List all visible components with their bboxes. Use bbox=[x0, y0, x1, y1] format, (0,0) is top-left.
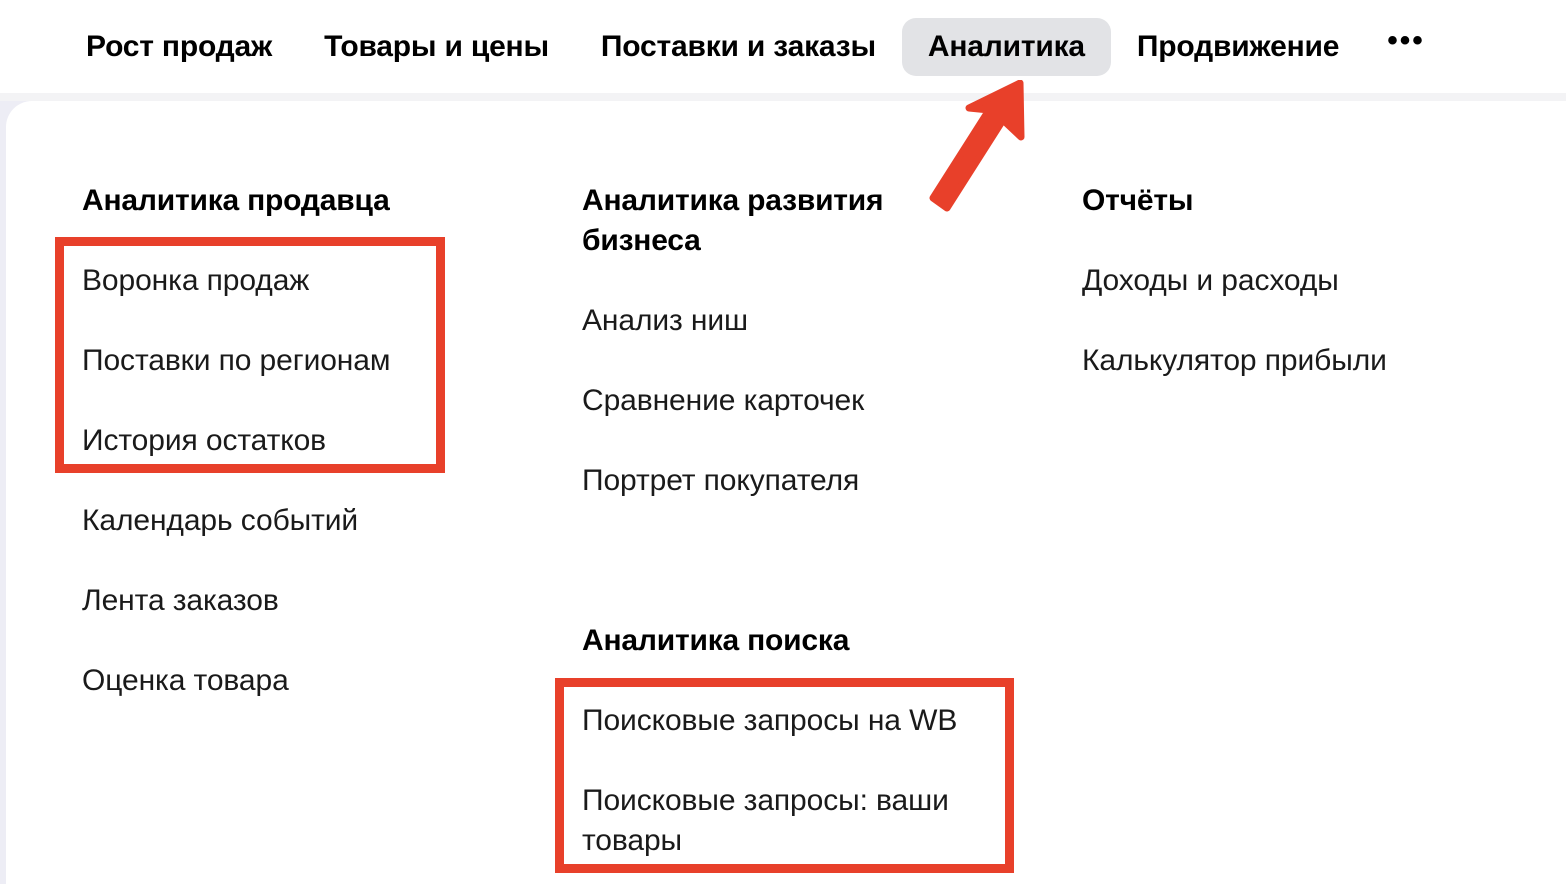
nav-tab-supplies-and-orders[interactable]: Поставки и заказы bbox=[600, 29, 876, 63]
menu-item-card-comparison[interactable]: Сравнение карточек bbox=[582, 384, 865, 417]
menu-item-income-and-expenses[interactable]: Доходы и расходы bbox=[1082, 264, 1339, 297]
group-title-search-analytics: Аналитика поиска bbox=[582, 624, 850, 657]
analytics-dropdown-panel: Аналитика продавца Воронка продаж Постав… bbox=[6, 101, 1566, 884]
header-divider bbox=[0, 93, 1566, 101]
menu-item-events-calendar[interactable]: Календарь событий bbox=[82, 504, 359, 537]
nav-tab-sales-growth[interactable]: Рост продаж bbox=[86, 29, 273, 63]
nav-tab-analytics[interactable]: Аналитика bbox=[901, 17, 1111, 76]
more-menu-icon[interactable]: ••• bbox=[1387, 23, 1425, 57]
menu-item-profit-calculator[interactable]: Калькулятор прибыли bbox=[1082, 344, 1387, 377]
menu-item-sales-funnel[interactable]: Воронка продаж bbox=[82, 264, 310, 297]
menu-item-buyer-portrait[interactable]: Портрет покупателя bbox=[582, 464, 860, 497]
group-title-seller-analytics: Аналитика продавца bbox=[82, 184, 390, 217]
group-title-reports: Отчёты bbox=[1082, 184, 1194, 217]
top-navigation-bar: Рост продаж Товары и цены Поставки и зак… bbox=[0, 0, 1566, 93]
nav-tab-products-and-prices[interactable]: Товары и цены bbox=[324, 29, 549, 63]
menu-item-stock-history[interactable]: История остатков bbox=[82, 424, 327, 457]
menu-item-orders-feed[interactable]: Лента заказов bbox=[82, 584, 279, 617]
nav-tab-list: Рост продаж Товары и цены Поставки и зак… bbox=[0, 17, 1447, 76]
menu-item-niche-analysis[interactable]: Анализ ниш bbox=[582, 304, 749, 337]
group-title-business-development-analytics: Аналитика развития бизнеса bbox=[582, 184, 884, 257]
menu-columns: Аналитика продавца Воронка продаж Постав… bbox=[6, 101, 1566, 884]
menu-item-supplies-by-region[interactable]: Поставки по регионам bbox=[82, 344, 391, 377]
menu-item-search-queries-on-wb[interactable]: Поисковые запросы на WB bbox=[582, 704, 958, 737]
menu-item-search-queries-your-products[interactable]: Поисковые запросы: ваши товары bbox=[582, 784, 949, 857]
menu-item-product-rating[interactable]: Оценка товара bbox=[82, 664, 289, 697]
nav-tab-promotion[interactable]: Продвижение bbox=[1136, 29, 1340, 63]
